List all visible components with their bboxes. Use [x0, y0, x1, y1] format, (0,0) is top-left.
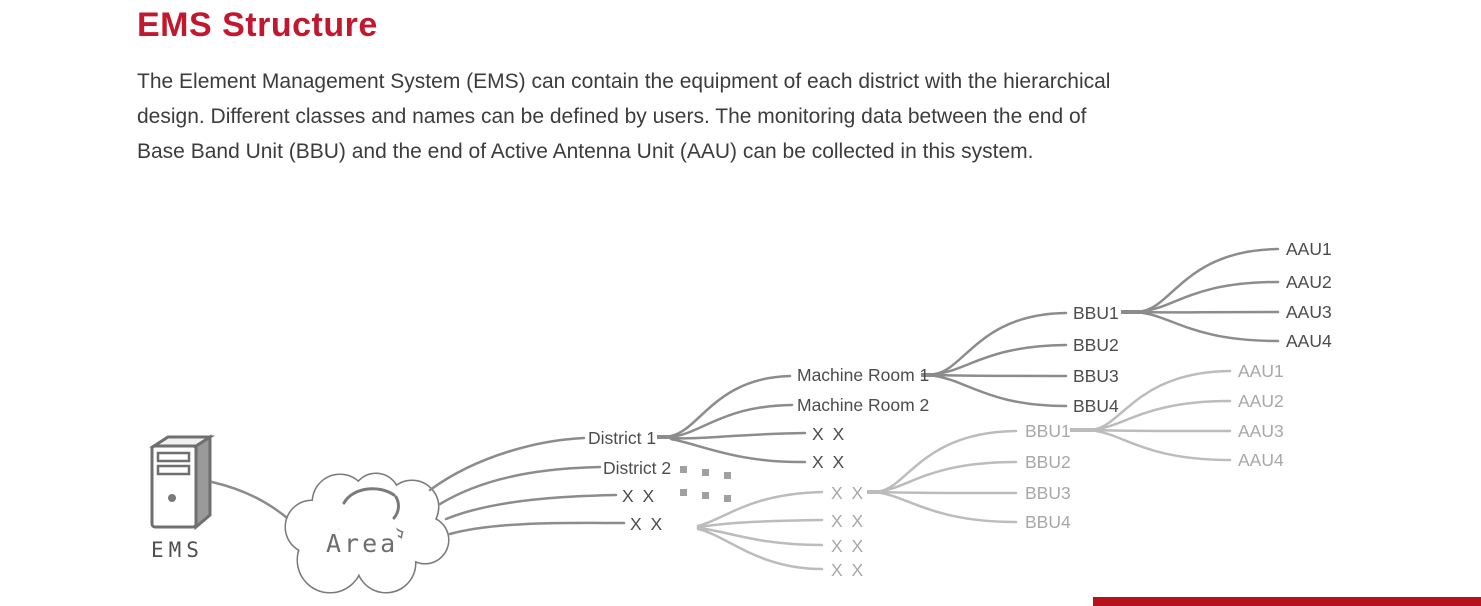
secondary-aau2-label: AAU2	[1238, 391, 1284, 411]
district-1-label: District 1	[588, 428, 656, 448]
district-xx-label: X X	[622, 486, 656, 506]
cloud-inner-arc-tail	[392, 495, 400, 520]
machine-room-1-label: Machine Room 1	[797, 365, 929, 385]
secondary-bbu3-label: BBU3	[1025, 483, 1071, 503]
bbu3-label: BBU3	[1073, 366, 1119, 386]
secondary-bbu1-label: BBU1	[1025, 421, 1071, 441]
aau4-label: AAU4	[1286, 331, 1332, 351]
paragraph-line: Base Band Unit (BBU) and the end of Acti…	[137, 140, 1034, 163]
cloud-inner-arc	[342, 487, 396, 505]
primary-tree-edges	[428, 247, 1280, 536]
room-xx-label: X X	[812, 452, 846, 472]
district-2-label: District 2	[603, 458, 671, 478]
bbu4-label: BBU4	[1073, 396, 1119, 416]
room-xx-label: X X	[812, 424, 846, 444]
ellipsis-dots-icon	[680, 466, 731, 502]
edge-ems-to-cloud	[210, 480, 294, 524]
district-xx-label: X X	[630, 514, 664, 534]
secondary-tree-edges	[696, 369, 1232, 571]
footer-accent-bar	[1093, 597, 1481, 606]
secondary-node-label: X X	[831, 483, 865, 503]
cloud-icon	[284, 472, 450, 594]
intro-paragraph: The Element Management System (EMS) can …	[137, 64, 1110, 169]
aau2-label: AAU2	[1286, 272, 1332, 292]
bbu1-label: BBU1	[1073, 303, 1119, 323]
paragraph-line: The Element Management System (EMS) can …	[137, 70, 1111, 93]
secondary-node-label: X X	[831, 560, 865, 580]
secondary-aau3-label: AAU3	[1238, 421, 1284, 441]
secondary-node-label: X X	[831, 511, 865, 531]
secondary-bbu4-label: BBU4	[1025, 512, 1071, 532]
area-label: Area	[326, 529, 398, 558]
ems-root-label: EMS	[151, 538, 204, 562]
page-title: EMS Structure	[137, 6, 378, 44]
secondary-aau4-label: AAU4	[1238, 450, 1284, 470]
secondary-node-label: X X	[831, 536, 865, 556]
paragraph-line: design. Different classes and names can …	[137, 105, 1087, 128]
secondary-aau1-label: AAU1	[1238, 361, 1284, 381]
machine-room-2-label: Machine Room 2	[797, 395, 929, 415]
secondary-bbu2-label: BBU2	[1025, 452, 1071, 472]
bbu2-label: BBU2	[1073, 335, 1119, 355]
aau3-label: AAU3	[1286, 302, 1332, 322]
server-icon	[148, 434, 216, 531]
aau1-label: AAU1	[1286, 239, 1332, 259]
